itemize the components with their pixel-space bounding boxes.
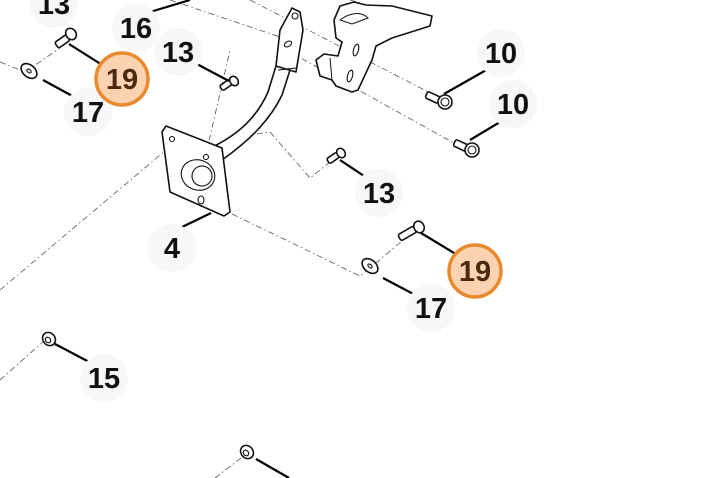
callout-halos bbox=[30, 0, 537, 402]
washer-17-upper[interactable] bbox=[18, 61, 40, 82]
callout-15[interactable]: 15 bbox=[88, 363, 120, 395]
callout-19-a-highlighted[interactable]: 19 bbox=[94, 51, 150, 107]
bolt-13-upper[interactable] bbox=[219, 75, 240, 91]
callout-13-a[interactable]: 13 bbox=[162, 37, 194, 69]
callout-17-a[interactable]: 17 bbox=[72, 97, 104, 129]
highlight-ring bbox=[447, 243, 503, 299]
svg-text:4: 4 bbox=[164, 233, 180, 265]
svg-text:13: 13 bbox=[363, 178, 395, 210]
callout-16[interactable]: 16 bbox=[120, 13, 152, 45]
callouts: 13 16 13 19 17 10 10 13 4 19 bbox=[38, 0, 529, 395]
callout-13-top[interactable]: 13 bbox=[38, 0, 70, 21]
svg-text:15: 15 bbox=[88, 363, 120, 395]
svg-text:19: 19 bbox=[459, 256, 491, 288]
bolt-19-upper[interactable] bbox=[54, 26, 79, 49]
nut-15[interactable] bbox=[40, 330, 58, 348]
callout-4[interactable]: 4 bbox=[164, 233, 180, 265]
callout-13-b[interactable]: 13 bbox=[363, 178, 395, 210]
svg-text:19: 19 bbox=[106, 64, 138, 96]
callout-10-b[interactable]: 10 bbox=[497, 89, 529, 121]
nut-bottom[interactable] bbox=[238, 443, 256, 461]
svg-text:16: 16 bbox=[120, 13, 152, 45]
callout-19-b-highlighted[interactable]: 19 bbox=[447, 243, 503, 299]
bolt-10-lower[interactable] bbox=[452, 139, 480, 158]
svg-text:10: 10 bbox=[485, 38, 517, 70]
pedal-arm[interactable] bbox=[161, 7, 304, 217]
bolt-19-lower[interactable] bbox=[397, 219, 427, 242]
callout-17-b[interactable]: 17 bbox=[415, 293, 447, 325]
highlight-ring bbox=[94, 51, 150, 107]
svg-text:13: 13 bbox=[38, 0, 70, 21]
mounting-bracket[interactable] bbox=[315, 1, 433, 93]
assembly-lines bbox=[0, 0, 471, 478]
svg-text:10: 10 bbox=[497, 89, 529, 121]
callout-10-a[interactable]: 10 bbox=[485, 38, 517, 70]
svg-text:17: 17 bbox=[415, 293, 447, 325]
bolt-13-middle[interactable] bbox=[326, 147, 347, 164]
washer-17-lower[interactable] bbox=[359, 256, 381, 277]
bolt-10-upper[interactable] bbox=[424, 91, 453, 110]
svg-text:13: 13 bbox=[162, 37, 194, 69]
svg-text:17: 17 bbox=[72, 97, 104, 129]
fasteners bbox=[18, 26, 480, 461]
